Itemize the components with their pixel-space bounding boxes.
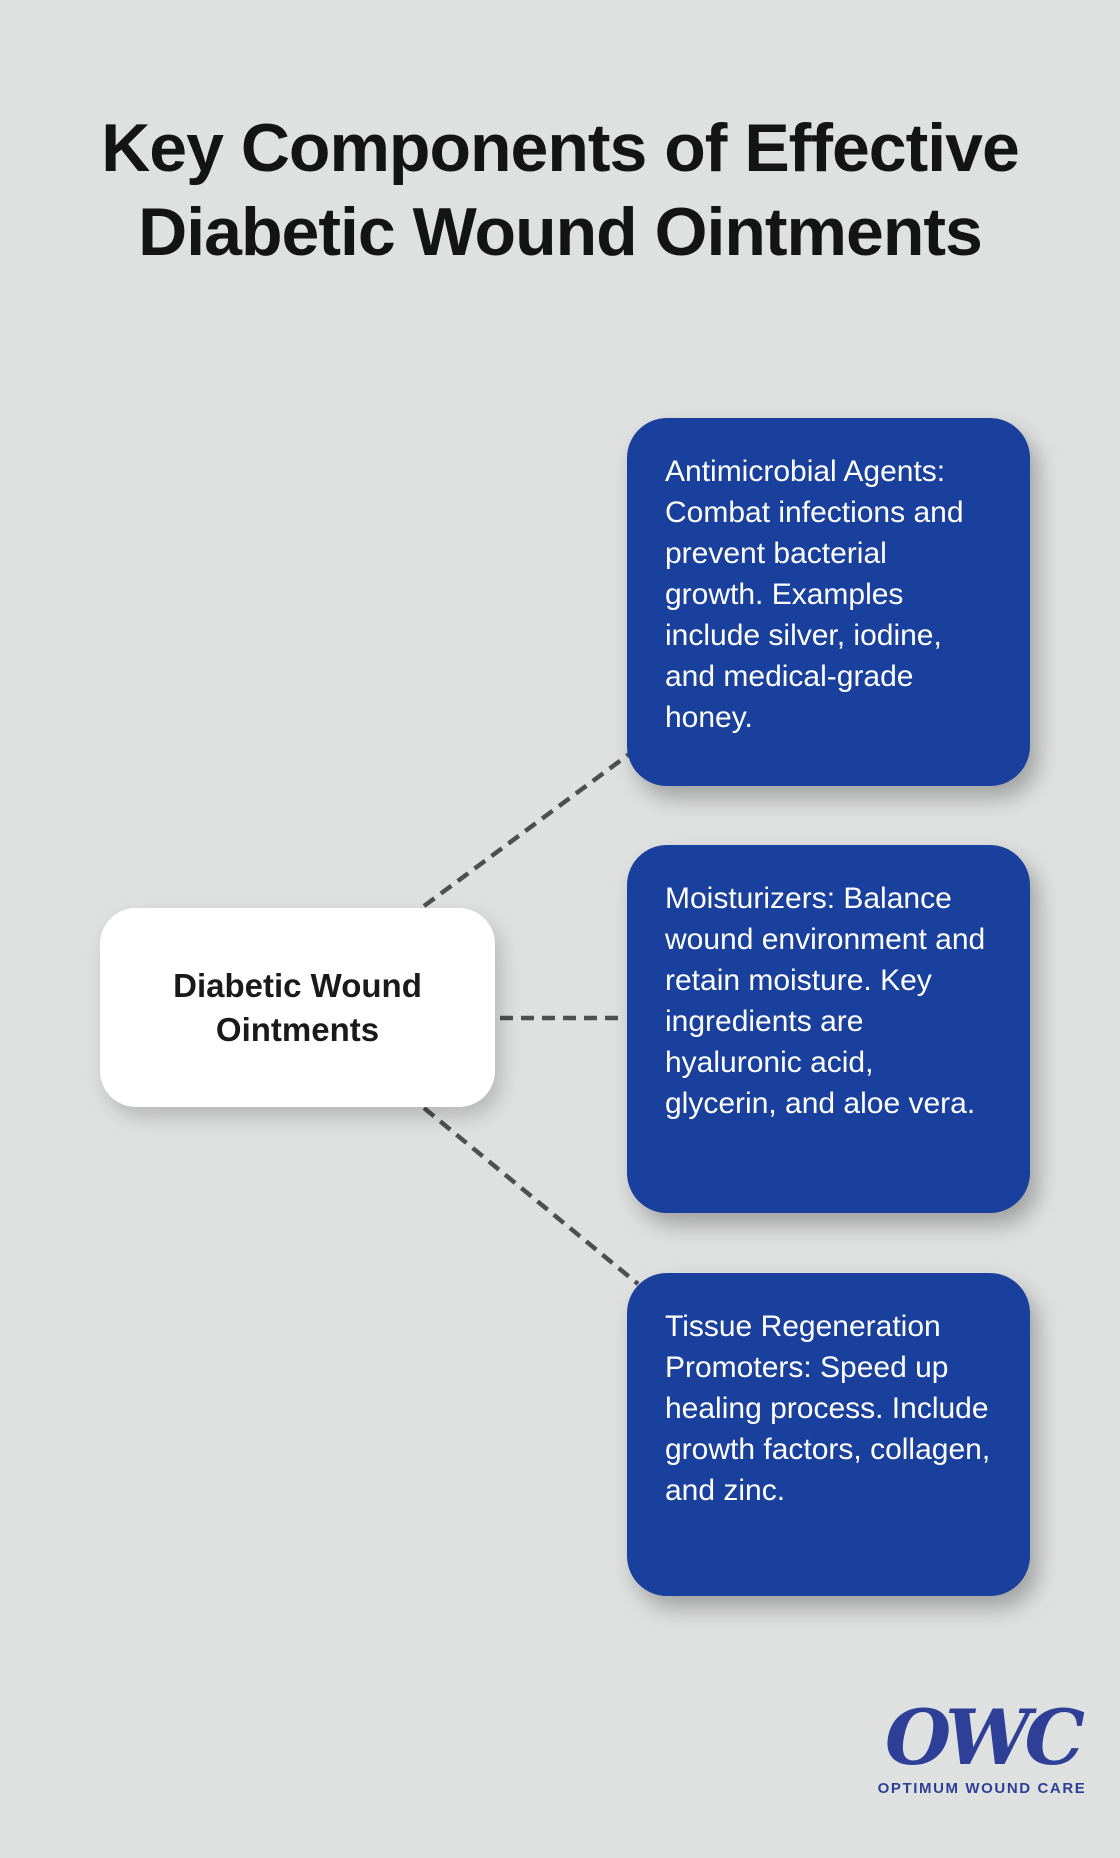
center-node-card: Diabetic Wound Ointments <box>100 908 495 1107</box>
card-tissue-regeneration-promoters-text: Tissue Regeneration Promoters: Speed up … <box>665 1310 991 1507</box>
connector-top-dashed-line <box>422 750 634 908</box>
card-moisturizers-text: Moisturizers: Balance wound environment … <box>665 882 986 1120</box>
card-moisturizers: Moisturizers: Balance wound environment … <box>627 845 1030 1213</box>
page-title-line-1: Key Components of Effective <box>101 110 1020 186</box>
connector-bottom-dashed-line <box>422 1106 640 1286</box>
owc-logo: OWC OPTIMUM WOUND CARE <box>872 1693 1092 1798</box>
card-antimicrobial-agents: Antimicrobial Agents: Combat infections … <box>627 418 1030 786</box>
owc-logo-acronym: OWC <box>884 1693 1085 1782</box>
center-node-label: Diabetic Wound Ointments <box>173 966 422 1048</box>
page-title-line-2: Diabetic Wound Ointments <box>138 194 983 270</box>
card-tissue-regeneration-promoters: Tissue Regeneration Promoters: Speed up … <box>627 1273 1030 1596</box>
page-title: Key Components of Effective Diabetic Wou… <box>0 106 1120 274</box>
owc-logo-wordmark: OPTIMUM WOUND CARE <box>877 1780 1087 1797</box>
card-antimicrobial-agents-text: Antimicrobial Agents: Combat infections … <box>665 455 964 734</box>
